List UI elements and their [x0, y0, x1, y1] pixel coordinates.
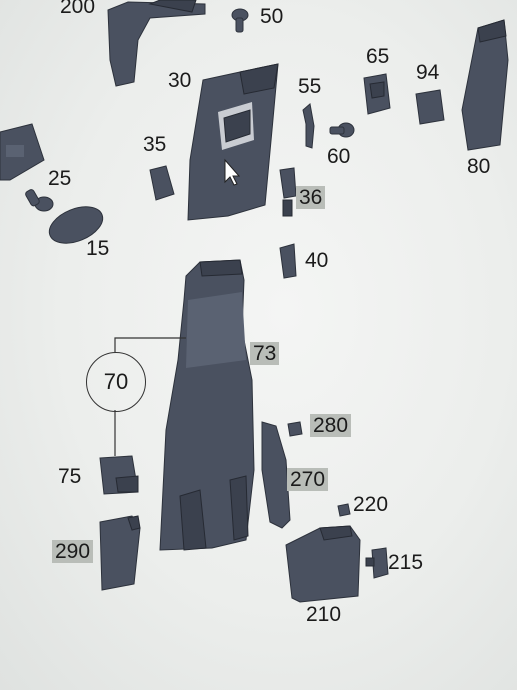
label-280: 280 [310, 414, 352, 437]
label-15: 15 [86, 237, 110, 260]
part-280-shape [287, 421, 303, 437]
label-290: 290 [52, 540, 94, 563]
part-40-shape [279, 243, 297, 279]
part-73-shape [159, 259, 255, 551]
part-55-shape [302, 103, 315, 149]
part-220-shape [337, 503, 351, 517]
label-65: 65 [366, 45, 390, 68]
label-30: 30 [168, 69, 192, 92]
label-36: 36 [296, 186, 326, 209]
part-75-shape [99, 455, 139, 495]
label-60: 60 [327, 145, 351, 168]
label-50: 50 [260, 5, 284, 28]
part-65-shape [363, 73, 391, 115]
label-220: 220 [353, 493, 389, 516]
part-215-shape [365, 547, 389, 579]
label-210: 210 [306, 603, 342, 626]
part-210-shape [285, 525, 361, 603]
part-60-shape [329, 122, 355, 138]
label-200: 200 [60, 0, 96, 18]
label-75: 75 [58, 465, 82, 488]
part-36-shape [279, 167, 297, 217]
label-25: 25 [48, 167, 72, 190]
part-15-shape [48, 206, 104, 244]
part-25-shape [25, 189, 54, 212]
part-30-shape [187, 63, 279, 221]
label-80: 80 [467, 155, 491, 178]
label-215: 215 [388, 551, 424, 574]
label-70: 70 [103, 369, 129, 394]
label-70-circle: 70 [86, 352, 146, 412]
label-94: 94 [416, 61, 440, 84]
part-270-shape [261, 421, 291, 529]
label-73: 73 [250, 342, 280, 365]
part-290-shape [99, 515, 141, 591]
part-200-shape [107, 0, 206, 87]
part-94-shape [415, 89, 445, 125]
part-35-shape [149, 165, 175, 201]
part-50-shape [231, 8, 249, 33]
label-40: 40 [305, 249, 329, 272]
label-55: 55 [298, 75, 322, 98]
part-80-shape [461, 19, 509, 151]
leader-70-to-73 [114, 337, 186, 352]
label-35: 35 [143, 133, 167, 156]
part-edge-shape [0, 123, 45, 181]
label-270: 270 [287, 468, 329, 491]
